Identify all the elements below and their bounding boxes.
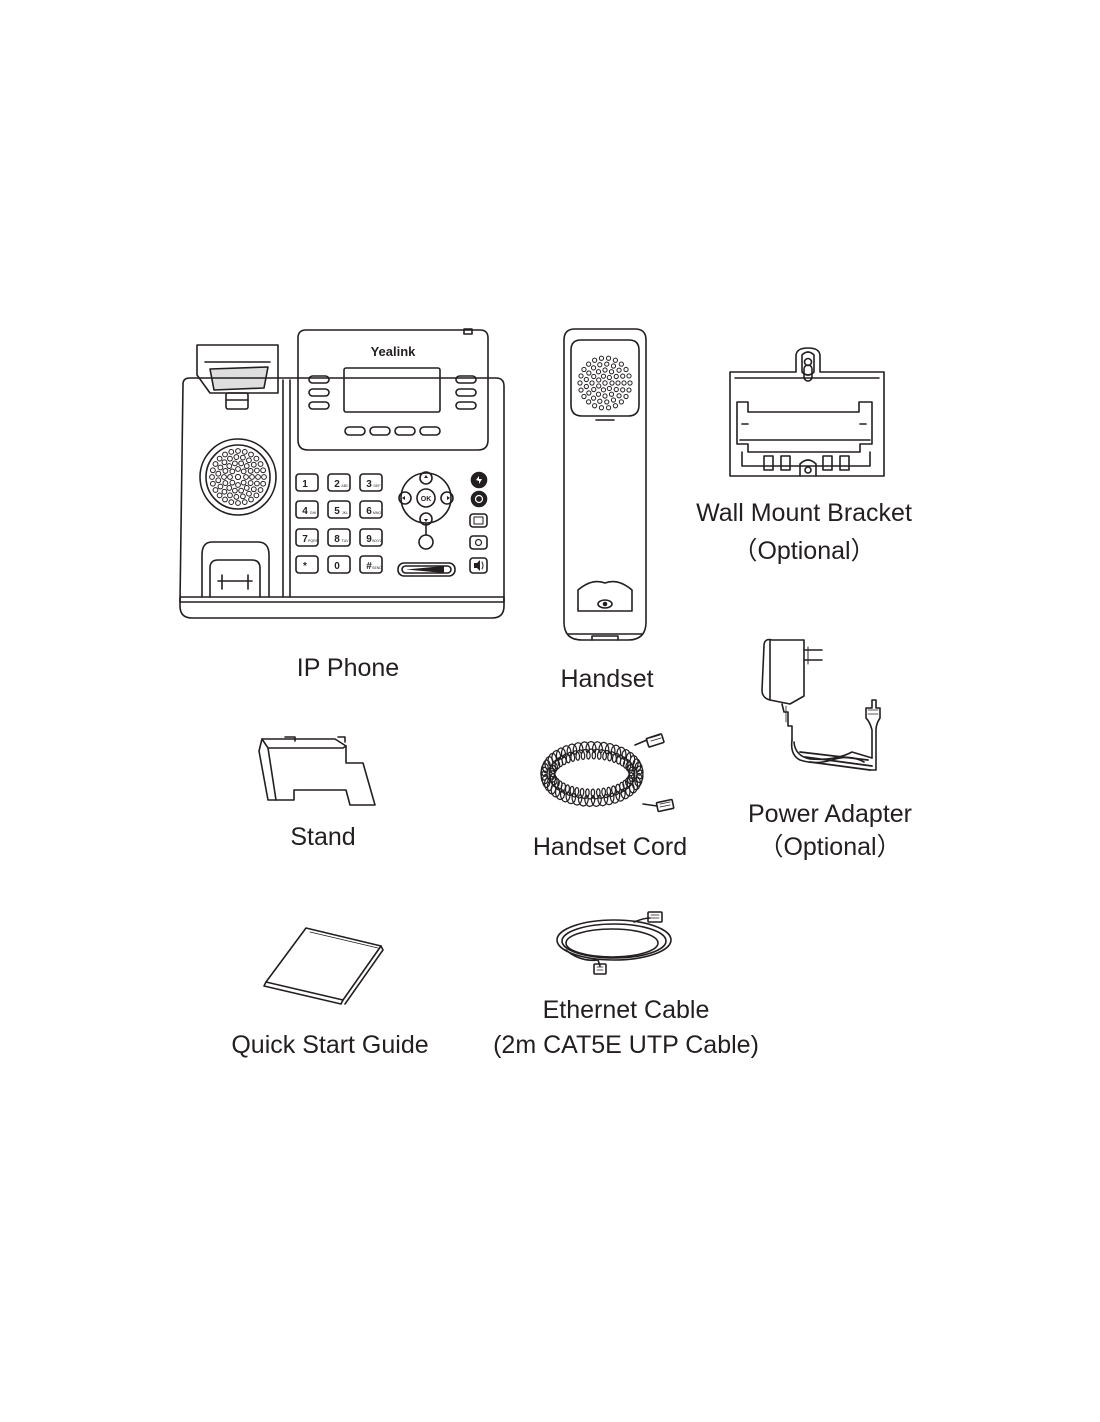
handset-drawing — [563, 328, 647, 641]
keypad-key-label: 4 — [302, 506, 308, 517]
caption-quick-start-guide-line: Quick Start Guide — [231, 1031, 429, 1059]
keypad-key-label: 7 — [302, 534, 308, 545]
keypad-key-letters: PQRS — [308, 539, 319, 543]
caption-ip-phone-line: IP Phone — [296, 654, 400, 682]
quick-start-guide-drawing — [263, 927, 384, 1005]
keypad-key: *. — [295, 555, 319, 574]
stand-drawing — [258, 736, 376, 806]
keypad-key-letters: GHI — [310, 511, 316, 515]
ok-key-label: OK — [421, 496, 432, 503]
volume-bar — [397, 562, 456, 577]
brand-logo: Yealink — [371, 344, 417, 359]
keypad-key-letters: DEF — [374, 484, 381, 488]
caption-handset-cord: Handset Cord — [490, 832, 730, 863]
keypad-key: #SEND — [359, 555, 383, 574]
keypad-key: 0 — [327, 555, 351, 574]
keypad-key-label: 5 — [334, 506, 340, 517]
handset-rest-icon — [201, 541, 270, 598]
keypad-key-letters: WXYZ — [372, 539, 383, 543]
caption-handset-line: Handset — [560, 665, 654, 693]
feature-keys — [469, 471, 488, 574]
keypad-key-label: 0 — [334, 561, 340, 572]
keypad-key-label: 3 — [366, 479, 372, 490]
caption-handset: Handset — [507, 664, 707, 695]
hookswitch-icon — [196, 344, 279, 410]
keypad-key-letters: . — [313, 566, 314, 570]
caption-ip-phone: IP Phone — [248, 653, 448, 684]
keypad-key-label: 9 — [366, 534, 372, 545]
keypad-key: 1 — [295, 473, 319, 492]
ethernet-cable-drawing — [556, 911, 672, 975]
handset-cord-drawing — [540, 733, 675, 813]
caption-stand: Stand — [223, 822, 423, 853]
caption-stand-line: Stand — [290, 823, 356, 851]
display-module — [297, 328, 489, 451]
caption-ethernet-cable-line2: (2m CAT5E UTP Cable) — [493, 1031, 759, 1059]
caption-wall-mount-bracket-line1: Wall Mount Bracket — [696, 499, 912, 527]
keypad-key-letters: TUV — [342, 539, 350, 543]
keypad-key-label: 1 — [302, 479, 308, 490]
keypad-key-label: 8 — [334, 534, 340, 545]
keypad-key-letters: ABC — [341, 484, 349, 488]
caption-handset-cord-line: Handset Cord — [532, 833, 688, 861]
caption-power-adapter-line2: （Optional） — [758, 833, 902, 861]
keypad-key-letters: JKL — [342, 511, 348, 515]
wall-mount-bracket-drawing — [729, 347, 885, 477]
caption-power-adapter-line1: Power Adapter — [748, 800, 912, 828]
caption-quick-start-guide: Quick Start Guide — [190, 1030, 470, 1061]
keypad-key-letters: MNO — [373, 511, 381, 515]
keypad-key-label: # — [366, 561, 372, 572]
caption-wall-mount-bracket-line2: （Optional） — [732, 537, 876, 565]
keypad-key-label: 6 — [366, 506, 372, 517]
navigation-cluster: OK — [398, 471, 454, 550]
caption-power-adapter: Power Adapter （Optional） — [700, 798, 960, 864]
caption-ethernet-cable-line1: Ethernet Cable — [542, 996, 710, 1024]
speaker-grille-icon — [199, 438, 277, 516]
caption-ethernet-cable: Ethernet Cable (2m CAT5E UTP Cable) — [466, 993, 786, 1063]
keypad-key-label: 2 — [334, 479, 340, 490]
power-adapter-drawing — [761, 638, 881, 771]
keypad-key-label: * — [303, 561, 307, 572]
caption-wall-mount-bracket: Wall Mount Bracket （Optional） — [664, 494, 944, 570]
keypad-key-letters: SEND — [372, 566, 382, 570]
